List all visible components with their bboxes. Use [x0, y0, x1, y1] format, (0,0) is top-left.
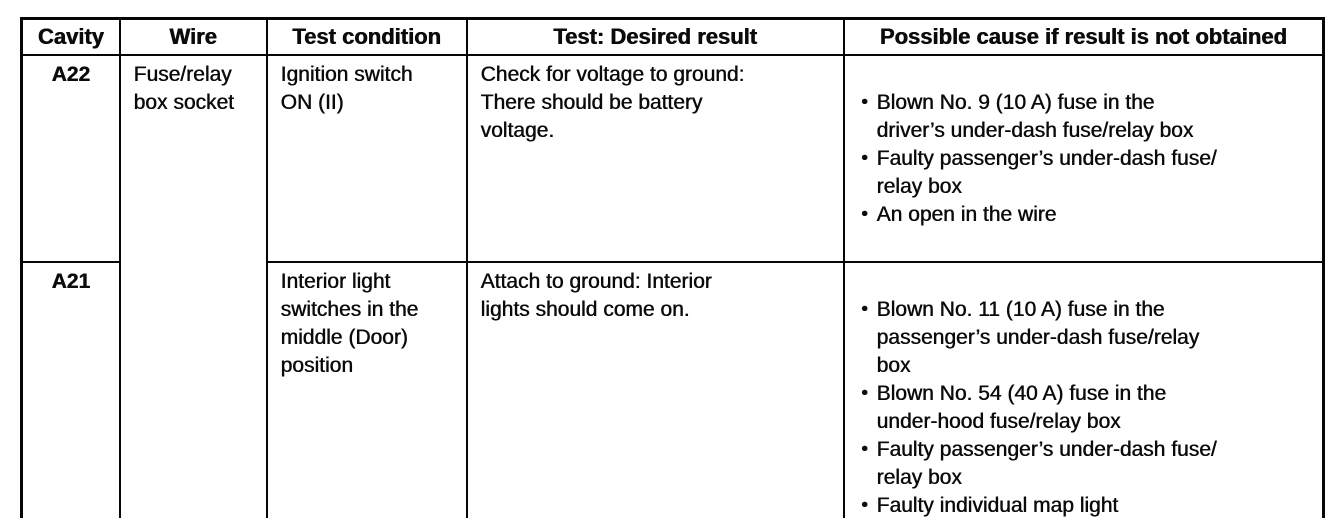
possible-causes-cell: • Blown No. 11 (10 A) fuse in the passeng…	[842, 261, 1325, 518]
cause-list: • Blown No. 11 (10 A) fuse in the passeng…	[853, 296, 1317, 518]
col-header-possible-cause: Possible cause if result is not obtained	[842, 17, 1325, 56]
possible-causes-cell: • Blown No. 9 (10 A) fuse in the driver’s…	[842, 54, 1325, 263]
table-row-a22: A22 Fuse/relay box socket Ignition switc…	[20, 54, 1325, 518]
test-condition-value: Ignition switch ON (II)	[265, 54, 468, 263]
col-header-desired-result: Test: Desired result	[465, 17, 845, 56]
cause-list: • Blown No. 9 (10 A) fuse in the driver’s…	[853, 89, 1317, 229]
cause-text: Blown No. 9 (10 A) fuse in the driver’s …	[876, 91, 1194, 142]
bullet-icon: •	[861, 439, 868, 460]
cause-item: • Faulty passenger’s under-dash fuse/ rel…	[853, 145, 1317, 201]
col-header-cavity: Cavity	[20, 17, 121, 56]
desired-result-value: Check for voltage to ground: There shoul…	[465, 54, 845, 263]
cause-item: • Blown No. 9 (10 A) fuse in the driver’s…	[853, 89, 1317, 145]
cause-item: • Blown No. 54 (40 A) fuse in the under-h…	[853, 380, 1317, 436]
cause-text: Faulty passenger’s under-dash fuse/ rela…	[876, 438, 1217, 489]
cause-text: An open in the wire	[876, 203, 1057, 226]
bullet-icon: •	[861, 299, 868, 320]
bullet-icon: •	[861, 92, 868, 113]
bullet-icon: •	[861, 148, 868, 169]
col-header-wire: Wire	[118, 17, 268, 56]
cause-item: • An open in the wire	[853, 201, 1317, 229]
troubleshooting-table: Cavity Wire Test condition Test: Desired…	[20, 17, 1325, 518]
cause-text: Faulty individual map light	[876, 494, 1119, 517]
col-header-test-condition: Test condition	[265, 17, 468, 56]
bullet-icon: •	[861, 495, 868, 516]
cause-item: • Faulty individual map light	[853, 492, 1317, 518]
cause-text: Blown No. 11 (10 A) fuse in the passenge…	[876, 298, 1200, 377]
bullet-icon: •	[861, 204, 868, 225]
cause-item: • Faulty passenger’s under-dash fuse/ rel…	[853, 436, 1317, 492]
table-row-a21: A21 Interior light switches in the middl…	[20, 261, 1325, 518]
cause-text: Blown No. 54 (40 A) fuse in the under-ho…	[876, 382, 1167, 433]
header-row: Cavity Wire Test condition Test: Desired…	[20, 17, 1325, 56]
cause-item: • Blown No. 11 (10 A) fuse in the passeng…	[853, 296, 1317, 380]
test-condition-value: Interior light switches in the middle (D…	[265, 261, 468, 518]
desired-result-value: Attach to ground: Interior lights should…	[465, 261, 845, 518]
cavity-value: A22	[20, 54, 121, 263]
cause-text: Faulty passenger’s under-dash fuse/ rela…	[876, 147, 1217, 198]
wire-value: Fuse/relay box socket	[118, 54, 268, 518]
bullet-icon: •	[861, 383, 868, 404]
cavity-value: A21	[20, 261, 121, 518]
